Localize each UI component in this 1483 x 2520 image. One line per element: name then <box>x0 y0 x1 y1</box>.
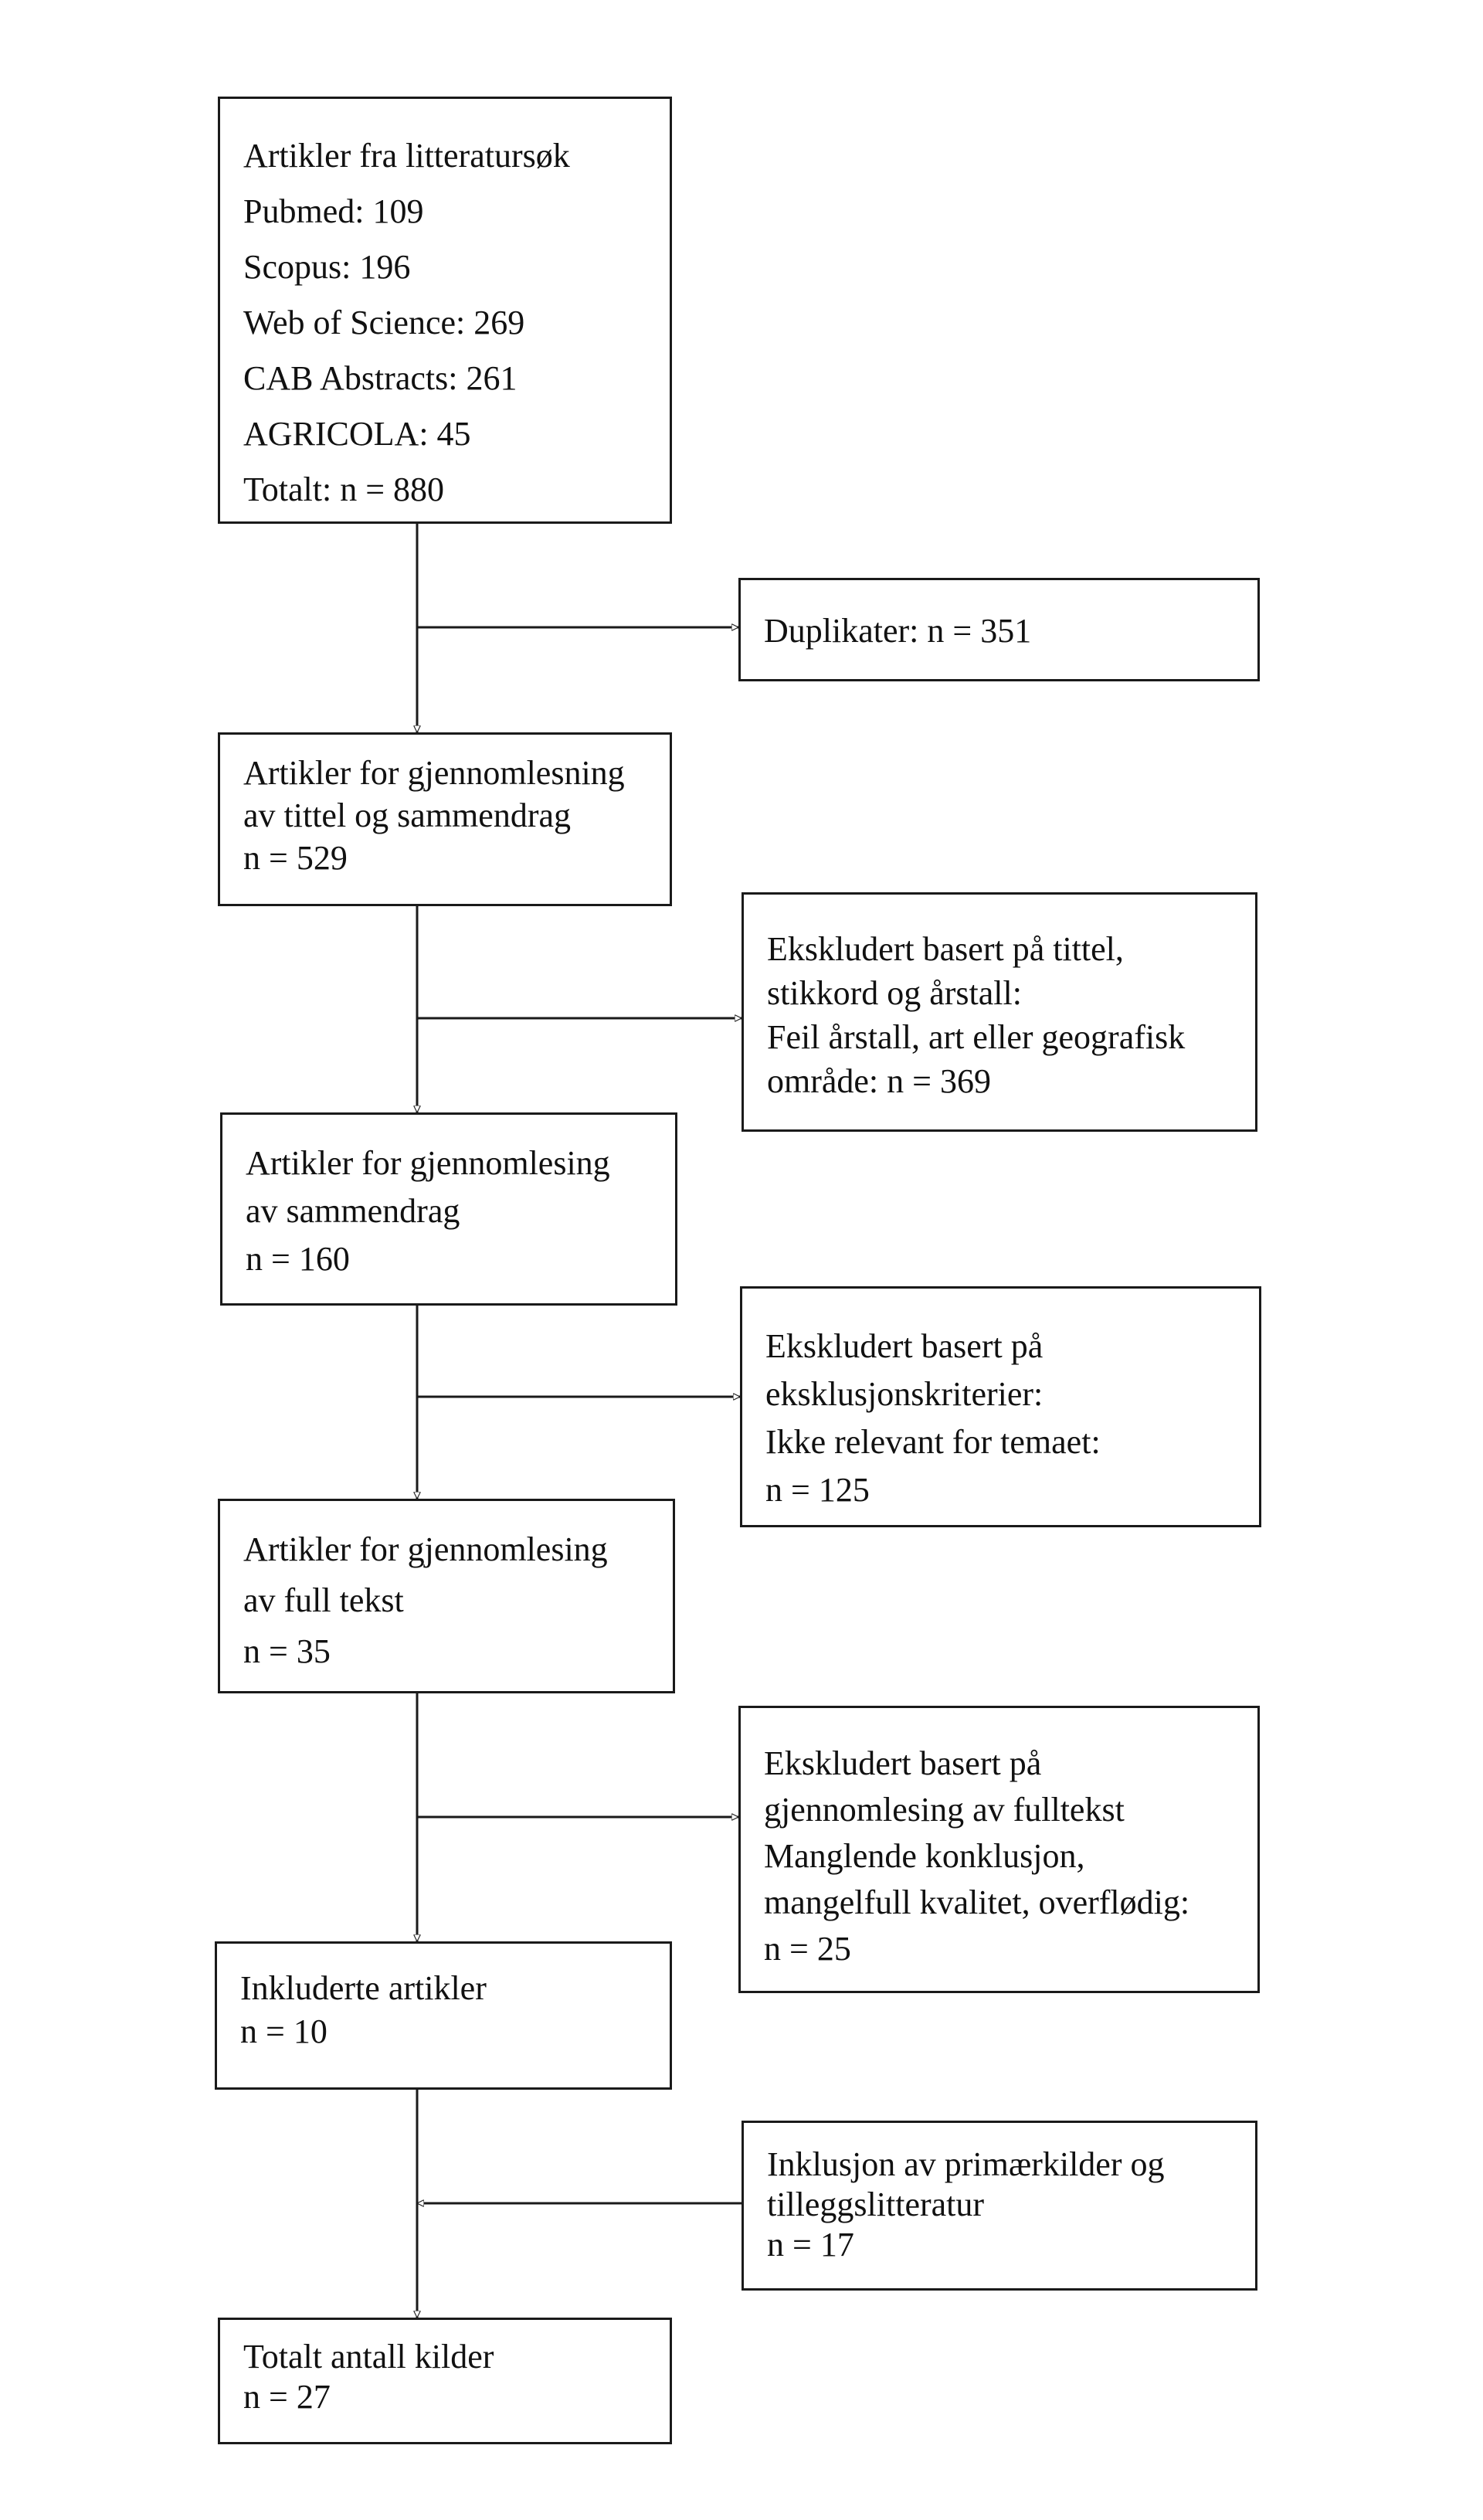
box-line: område: n = 369 <box>767 1062 991 1100</box>
box-line: Artikler for gjennomlesing <box>246 1144 610 1182</box>
box-line: Totalt antall kilder <box>243 2338 494 2376</box>
box-line: n = 27 <box>243 2378 331 2416</box>
box-line: n = 17 <box>767 2226 854 2264</box>
sources-box: Artikler fra litteratursøk Pubmed: 109 S… <box>218 97 672 524</box>
box-line: n = 35 <box>243 1632 331 1670</box>
excluded-abstract-box: Ekskludert basert på eksklusjonskriterie… <box>740 1286 1261 1527</box>
screen-title-box: Artikler for gjennomlesning av tittel og… <box>218 732 672 906</box>
duplicates-box: Duplikater: n = 351 <box>738 578 1260 681</box>
primary-sources-box: Inklusjon av primærkilder og tilleggslit… <box>742 2121 1257 2291</box>
box-line: Ekskludert basert på tittel, <box>767 930 1124 968</box>
box-line: Totalt: n = 880 <box>243 470 445 508</box>
box-line: CAB Abstracts: 261 <box>243 359 518 397</box>
total-sources-box: Totalt antall kilder n = 27 <box>218 2318 672 2444</box>
box-line: Manglende konklusjon, <box>764 1837 1085 1875</box>
box-line: Inkluderte artikler <box>240 1969 487 2007</box>
box-line: Scopus: 196 <box>243 248 411 286</box>
box-line: stikkord og årstall: <box>767 974 1022 1012</box>
box-line: eksklusjonskriterier: <box>765 1375 1044 1413</box>
box-line: n = 10 <box>240 2012 327 2050</box>
box-line: AGRICOLA: 45 <box>243 415 471 453</box>
box-line: Pubmed: 109 <box>243 192 424 230</box>
excluded-fulltext-box: Ekskludert basert på gjennomlesing av fu… <box>738 1706 1260 1993</box>
screen-abstract-box: Artikler for gjennomlesing av sammendrag… <box>220 1112 677 1306</box>
box-line: n = 25 <box>764 1930 851 1968</box>
excluded-title-box: Ekskludert basert på tittel, stikkord og… <box>742 892 1257 1132</box>
box-line: av full tekst <box>243 1581 404 1619</box>
included-box: Inkluderte artikler n = 10 <box>215 1941 672 2090</box>
box-line: tilleggslitteratur <box>767 2185 985 2223</box>
box-line: Ikke relevant for temaet: <box>765 1423 1101 1461</box>
box-line: n = 529 <box>243 839 348 877</box>
fulltext-box: Artikler for gjennomlesing av full tekst… <box>218 1499 675 1693</box>
box-line: gjennomlesing av fulltekst <box>764 1791 1125 1829</box>
box-line: Ekskludert basert på <box>764 1744 1042 1782</box>
box-line: mangelfull kvalitet, overflødig: <box>764 1883 1190 1921</box>
box-line: Artikler for gjennomlesing <box>243 1530 608 1568</box>
box-line: Duplikater: n = 351 <box>764 612 1032 650</box>
box-line: n = 125 <box>765 1471 870 1509</box>
box-line: Ekskludert basert på <box>765 1327 1044 1365</box>
box-line: Inklusjon av primærkilder og <box>767 2145 1165 2183</box>
box-line: Artikler for gjennomlesning <box>243 754 625 792</box>
box-line: n = 160 <box>246 1240 350 1278</box>
box-line: av sammendrag <box>246 1192 460 1230</box>
box-line: Web of Science: 269 <box>243 304 525 341</box>
box-line: Artikler fra litteratursøk <box>243 137 570 175</box>
box-line: Feil årstall, art eller geografisk <box>767 1018 1186 1056</box>
box-line: av tittel og sammendrag <box>243 796 571 834</box>
